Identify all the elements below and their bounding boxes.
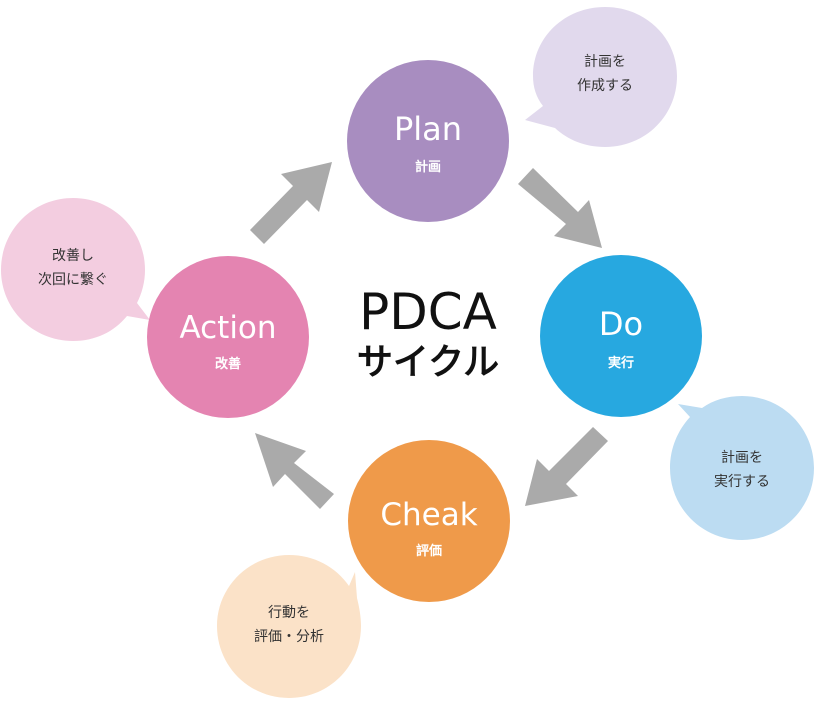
arrow-action-to-plan xyxy=(250,162,332,244)
phase-plan-subtitle: 計画 xyxy=(415,159,441,175)
arrow-check-to-action xyxy=(255,433,334,509)
arrow-do-to-check xyxy=(525,427,608,506)
arrow-plan-to-do xyxy=(518,168,602,248)
bubble-do-shape xyxy=(670,396,814,540)
bubble-action-shape xyxy=(1,198,150,341)
bubble-action-line1: 改善し xyxy=(52,248,94,264)
phase-plan: Plan 計画 xyxy=(347,60,509,222)
center-title-line1: PDCA xyxy=(359,283,497,341)
bubble-plan-line2: 作成する xyxy=(577,78,633,94)
bubble-action-line2: 次回に繋ぐ xyxy=(38,272,108,288)
phase-plan-circle xyxy=(347,60,509,222)
phase-check-subtitle: 評価 xyxy=(416,543,442,559)
phase-action-title: Action xyxy=(179,310,276,346)
cycle-arrows xyxy=(250,162,608,509)
bubble-plan: 計画を 作成する xyxy=(525,7,677,147)
phase-action: Action 改善 xyxy=(147,256,309,418)
phase-do: Do 実行 xyxy=(540,255,702,417)
phase-plan-title: Plan xyxy=(394,110,462,148)
center-title: PDCA サイクル xyxy=(357,283,499,383)
bubble-plan-shape xyxy=(525,7,677,147)
phase-check-title: Cheak xyxy=(380,497,477,533)
phase-do-circle xyxy=(540,255,702,417)
phase-check-circle xyxy=(348,440,510,602)
phase-action-subtitle: 改善 xyxy=(215,356,241,372)
bubble-do-line1: 計画を xyxy=(721,450,763,466)
bubble-do-line2: 実行する xyxy=(714,474,770,490)
center-title-line2: サイクル xyxy=(357,342,499,383)
bubble-plan-line1: 計画を xyxy=(584,54,626,70)
phase-action-circle xyxy=(147,256,309,418)
bubble-do: 計画を 実行する xyxy=(670,396,814,540)
bubble-action: 改善し 次回に繋ぐ xyxy=(1,198,150,341)
bubble-check: 行動を 評価・分析 xyxy=(217,555,361,698)
phase-check: Cheak 評価 xyxy=(348,440,510,602)
phase-do-subtitle: 実行 xyxy=(608,355,634,371)
phase-do-title: Do xyxy=(599,305,643,343)
bubble-check-shape xyxy=(217,555,361,698)
bubble-check-line1: 行動を xyxy=(268,605,310,621)
bubble-check-line2: 評価・分析 xyxy=(254,629,324,645)
